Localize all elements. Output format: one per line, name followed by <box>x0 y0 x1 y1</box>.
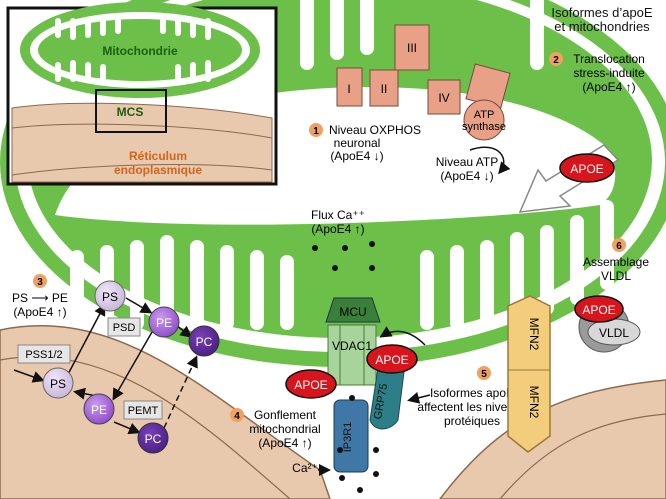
svg-text:PS: PS <box>50 377 66 391</box>
complex-3-label: III <box>407 41 417 55</box>
svg-text:VLDL: VLDL <box>599 326 629 340</box>
ps-er <box>42 367 74 399</box>
svg-text:(ApoE4 ↑): (ApoE4 ↑) <box>13 305 66 319</box>
inset-er-label-1: Réticulum <box>129 149 187 163</box>
svg-text:stress-induite: stress-induite <box>573 66 645 80</box>
svg-text:PS ⟶ PE: PS ⟶ PE <box>12 291 68 305</box>
svg-text:APOE: APOE <box>582 303 615 317</box>
svg-text:MFN2: MFN2 <box>527 386 541 419</box>
svg-text:2: 2 <box>553 55 559 66</box>
svg-text:Isoformes apoE: Isoformes apoE <box>430 386 514 400</box>
svg-text:IP3R1: IP3R1 <box>342 422 354 453</box>
svg-text:(ApoE4 ↑): (ApoE4 ↑) <box>582 80 635 94</box>
svg-text:PE: PE <box>91 403 107 417</box>
svg-text:5: 5 <box>481 369 487 380</box>
svg-text:APOE: APOE <box>294 378 327 392</box>
psd-label: PSD <box>113 322 136 334</box>
atp-level-text-1: Niveau ATP <box>436 155 498 169</box>
title-line-1: Isoformes d’apoE <box>551 5 652 20</box>
apoe-top <box>559 153 615 183</box>
atp-synthase <box>463 99 505 141</box>
svg-text:protéiques: protéiques <box>444 414 500 428</box>
pc-mito <box>188 325 220 357</box>
svg-text:3: 3 <box>37 277 43 288</box>
svg-text:(ApoE4 ↑): (ApoE4 ↑) <box>311 222 364 236</box>
svg-text:APOE: APOE <box>375 353 408 367</box>
step-3: 3 PS ⟶ PE (ApoE4 ↑) <box>12 274 68 319</box>
inset-mito-label: Mitochondrie <box>102 44 178 58</box>
complex-2 <box>369 69 399 107</box>
apoe-left <box>285 369 337 399</box>
svg-text:(ApoE4 ↑): (ApoE4 ↑) <box>258 436 311 450</box>
inset-er-label-2: endoplasmique <box>114 163 202 177</box>
step-2: 2 Translocation stress-induite (ApoE4 ↑) <box>549 52 645 94</box>
inset-cristae <box>55 18 211 82</box>
pe-er <box>83 393 115 425</box>
svg-text:PC: PC <box>145 432 162 446</box>
step-1-text-3: (ApoE4 ↓) <box>330 149 383 163</box>
inset-er-line <box>11 123 273 139</box>
atp-synthase-label-2: synthase <box>462 121 506 133</box>
complex-1-label: I <box>347 82 350 96</box>
cristae-top <box>300 0 544 70</box>
er-band-right-lumen <box>499 413 666 499</box>
svg-text:Flux Ca⁺⁺: Flux Ca⁺⁺ <box>311 208 365 222</box>
inset-mcs-box <box>95 89 167 133</box>
mcu <box>325 297 381 323</box>
svg-text:4: 4 <box>234 411 240 422</box>
pss-box <box>17 344 71 364</box>
svg-text:MFN2: MFN2 <box>527 318 541 351</box>
mfn2 <box>507 295 551 453</box>
svg-text:PE: PE <box>156 316 172 330</box>
complex-1 <box>336 67 363 107</box>
inset-er-line2 <box>11 164 273 176</box>
pss-label: PSS1/2 <box>25 349 62 361</box>
pemt-box <box>123 400 163 420</box>
pemt-label: PEMT <box>128 405 159 417</box>
svg-text:mitochondrial: mitochondrial <box>249 422 320 436</box>
flux-ca: Flux Ca⁺⁺ (ApoE4 ↑) <box>311 208 375 271</box>
svg-text:6: 6 <box>616 241 622 252</box>
step-1-text-1: Niveau OXPHOS <box>329 123 421 137</box>
svg-text:Assemblage: Assemblage <box>583 255 649 269</box>
title-line-2: et mitochondries <box>554 19 650 34</box>
atp-level: Niveau ATP (ApoE4 ↓) <box>436 146 511 183</box>
er-band <box>0 325 331 499</box>
apoe-vldl <box>574 295 624 323</box>
svg-text:1: 1 <box>313 126 319 137</box>
ps-mito <box>94 280 126 312</box>
complex-2-label: II <box>381 82 388 96</box>
complex-3 <box>394 24 430 71</box>
step-1-text-2: neuronal <box>334 136 381 150</box>
step-1: 1 Niveau OXPHOS neuronal (ApoE4 ↓) <box>309 123 421 163</box>
svg-text:Gonflement: Gonflement <box>254 408 317 422</box>
svg-text:VLDL: VLDL <box>601 269 631 283</box>
step-6: 6 Assemblage VLDL <box>583 238 649 283</box>
svg-text:MCU: MCU <box>339 305 366 319</box>
step-4: 4 Gonflement mitochondrial (ApoE4 ↑) <box>230 408 321 450</box>
psd-box <box>107 317 141 337</box>
apoe-vdac <box>366 344 418 374</box>
svg-text:PS: PS <box>102 290 118 304</box>
grp75 <box>369 367 405 430</box>
complex-4 <box>427 79 461 115</box>
svg-text:Translocation: Translocation <box>573 52 645 66</box>
atp-level-text-2: (ApoE4 ↓) <box>440 169 493 183</box>
ca-label: Ca²⁺ <box>292 461 318 475</box>
inset-mcs-label: MCS <box>117 105 144 119</box>
apoe-top-label: APOE <box>570 162 603 176</box>
complex-4-label: IV <box>438 91 449 105</box>
svg-text:VDAC1: VDAC1 <box>332 339 372 353</box>
step-5: 5 Isoformes apoE affectent les niveaux p… <box>417 366 527 428</box>
atp-synthase-label-1: ATP <box>474 109 495 121</box>
pe-mito <box>148 306 180 338</box>
pc-er <box>137 422 169 454</box>
svg-text:PC: PC <box>196 335 213 349</box>
svg-text:affectent les niveaux: affectent les niveaux <box>417 400 526 414</box>
